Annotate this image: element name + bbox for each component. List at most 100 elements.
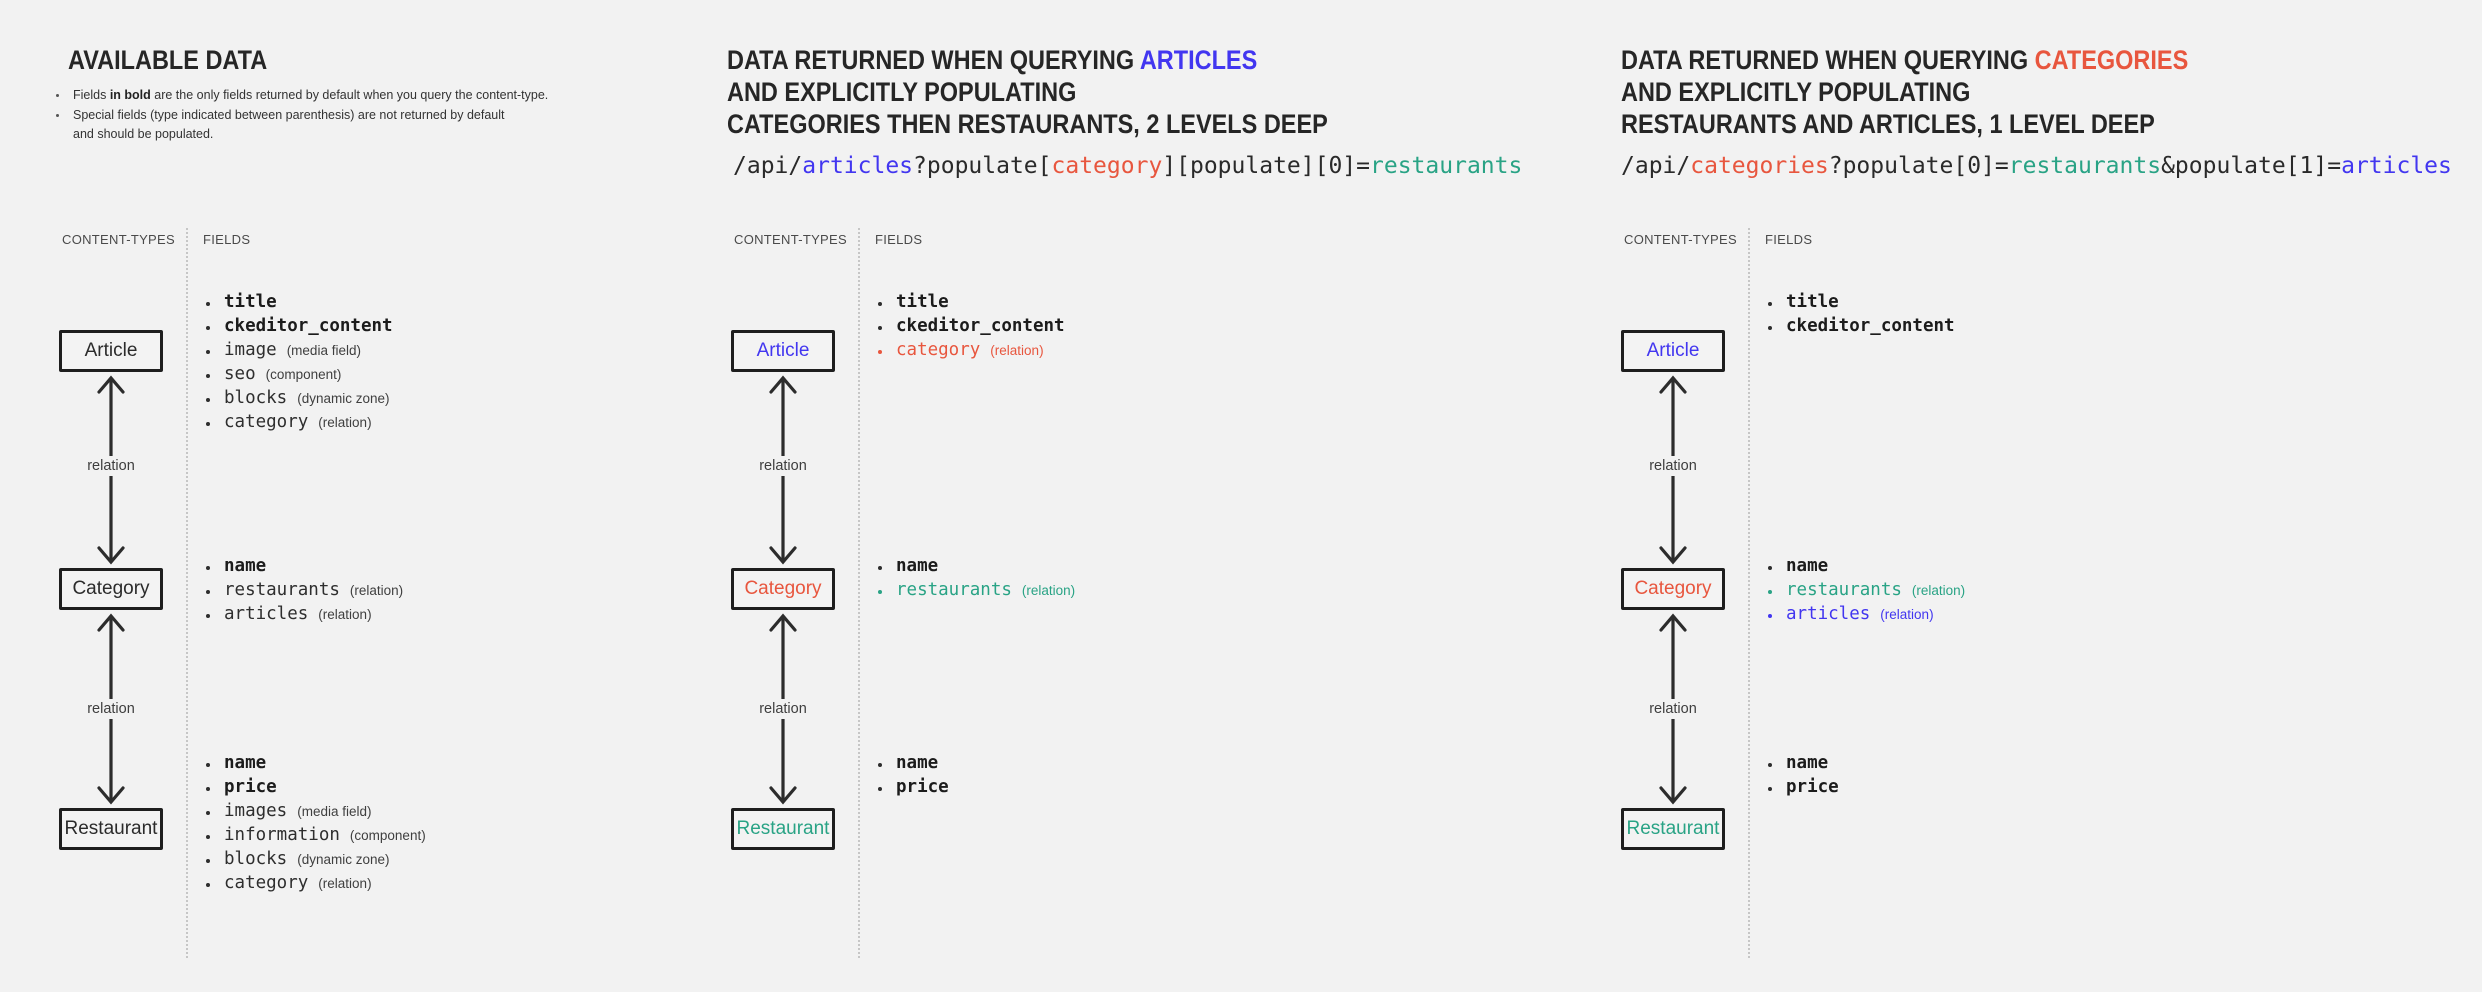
field-item: name xyxy=(1768,556,1965,580)
relation-arrow-label: relation xyxy=(56,456,166,476)
field-type-annotation: (media field) xyxy=(286,343,361,358)
column-header-content-types: CONTENT-TYPES xyxy=(1624,232,1737,247)
note-item: and should be populated. xyxy=(55,125,548,145)
text-segment: ?populate[0]= xyxy=(1828,153,2009,179)
relation-arrow-label: relation xyxy=(1618,699,1728,719)
bullet-icon xyxy=(878,763,882,767)
content-type-box-category: Category xyxy=(59,568,163,610)
field-type-annotation: (relation) xyxy=(990,343,1044,358)
bullet-icon xyxy=(56,94,59,97)
bullet-icon xyxy=(1768,302,1772,306)
field-name: price xyxy=(224,777,277,797)
text-segment: Fields xyxy=(73,88,110,102)
text-segment: ][populate][0]= xyxy=(1162,153,1371,179)
bullet-icon xyxy=(206,374,210,378)
field-type-annotation: (dynamic zone) xyxy=(297,852,390,867)
title-line: AND EXPLICITLY POPULATING xyxy=(727,76,1328,108)
text-segment: articles xyxy=(2341,153,2452,179)
column-header-fields: FIELDS xyxy=(1765,232,1813,247)
text-segment: DATA RETURNED WHEN QUERYING xyxy=(1621,45,2035,75)
bullet-icon xyxy=(206,350,210,354)
content-type-box-restaurant: Restaurant xyxy=(59,808,163,850)
content-type-box-category: Category xyxy=(1621,568,1725,610)
field-name: name xyxy=(1786,753,1829,773)
relation-arrow-label: relation xyxy=(56,699,166,719)
field-name: name xyxy=(896,556,939,576)
bullet-icon xyxy=(206,811,210,815)
field-item: seo(component) xyxy=(206,364,393,388)
bullet-icon xyxy=(1768,566,1772,570)
content-type-box-category: Category xyxy=(731,568,835,610)
relation-arrow-label: relation xyxy=(728,699,838,719)
dotted-divider xyxy=(186,228,188,958)
bullet-icon xyxy=(206,590,210,594)
field-name: name xyxy=(224,753,267,773)
text-segment: Article xyxy=(1646,340,1700,361)
title-line: RESTAURANTS AND ARTICLES, 1 LEVEL DEEP xyxy=(1621,108,2188,140)
text-segment: CATEGORIES xyxy=(2034,45,2189,75)
field-type-annotation: (relation) xyxy=(318,607,372,622)
api-query-code: /api/categories?populate[0]=restaurants&… xyxy=(1621,151,2452,181)
field-item: price xyxy=(878,777,949,801)
field-type-annotation: (component) xyxy=(349,828,426,843)
field-name: image xyxy=(224,340,277,360)
bullet-icon xyxy=(1768,763,1772,767)
field-item: name xyxy=(1768,753,1839,777)
text-segment: Category xyxy=(72,578,150,599)
bullet-icon xyxy=(1768,590,1772,594)
field-type-annotation: (component) xyxy=(265,367,342,382)
bullet-icon xyxy=(206,566,210,570)
text-segment: ARTICLES xyxy=(1139,45,1258,75)
field-type-annotation: (media field) xyxy=(297,804,372,819)
bullet-icon xyxy=(206,763,210,767)
field-item: ckeditor_content xyxy=(1768,316,1955,340)
relation-arrow xyxy=(97,613,125,805)
text-segment: categories xyxy=(1690,153,1829,179)
bullet-icon xyxy=(206,422,210,426)
text-segment: articles xyxy=(802,153,914,179)
text-segment: category xyxy=(1051,153,1163,179)
field-name: restaurants xyxy=(896,580,1012,600)
relation-arrow-label: relation xyxy=(728,456,838,476)
field-name: articles xyxy=(1786,604,1871,624)
text-segment: in bold xyxy=(109,88,151,102)
field-item: restaurants(relation) xyxy=(1768,580,1965,604)
text-segment: Restaurant xyxy=(736,818,830,839)
field-item: name xyxy=(206,753,426,777)
text-segment: ?populate[ xyxy=(913,153,1052,179)
field-name: restaurants xyxy=(224,580,340,600)
field-name: category xyxy=(224,412,309,432)
note-item: Fields in bold are the only fields retur… xyxy=(55,86,548,106)
bullet-icon xyxy=(206,787,210,791)
text-segment: /api/ xyxy=(1621,153,1691,179)
bullet-icon xyxy=(878,787,882,791)
bullet-icon xyxy=(1768,787,1772,791)
column-header-fields: FIELDS xyxy=(203,232,251,247)
relation-arrow-label: relation xyxy=(1618,456,1728,476)
field-type-annotation: (relation) xyxy=(1880,607,1934,622)
field-item: blocks(dynamic zone) xyxy=(206,849,426,873)
bullet-icon xyxy=(206,398,210,402)
field-name: category xyxy=(896,340,981,360)
field-item: title xyxy=(206,292,393,316)
field-item: ckeditor_content xyxy=(206,316,393,340)
text-segment: restaurants xyxy=(1370,153,1523,179)
text-segment: AND EXPLICITLY POPULATING xyxy=(1621,77,1971,107)
field-item: title xyxy=(1768,292,1955,316)
field-name: title xyxy=(896,292,949,312)
field-name: ckeditor_content xyxy=(1786,316,1955,336)
field-name: title xyxy=(1786,292,1839,312)
field-name: title xyxy=(224,292,277,312)
api-query-code: /api/articles?populate[category][populat… xyxy=(733,151,1522,181)
text-segment: Article xyxy=(756,340,810,361)
field-type-annotation: (relation) xyxy=(318,415,372,430)
field-name: restaurants xyxy=(1786,580,1902,600)
title-line: AND EXPLICITLY POPULATING xyxy=(1621,76,2188,108)
title-line: CATEGORIES THEN RESTAURANTS, 2 LEVELS DE… xyxy=(727,108,1328,140)
text-segment: Category xyxy=(1634,578,1712,599)
